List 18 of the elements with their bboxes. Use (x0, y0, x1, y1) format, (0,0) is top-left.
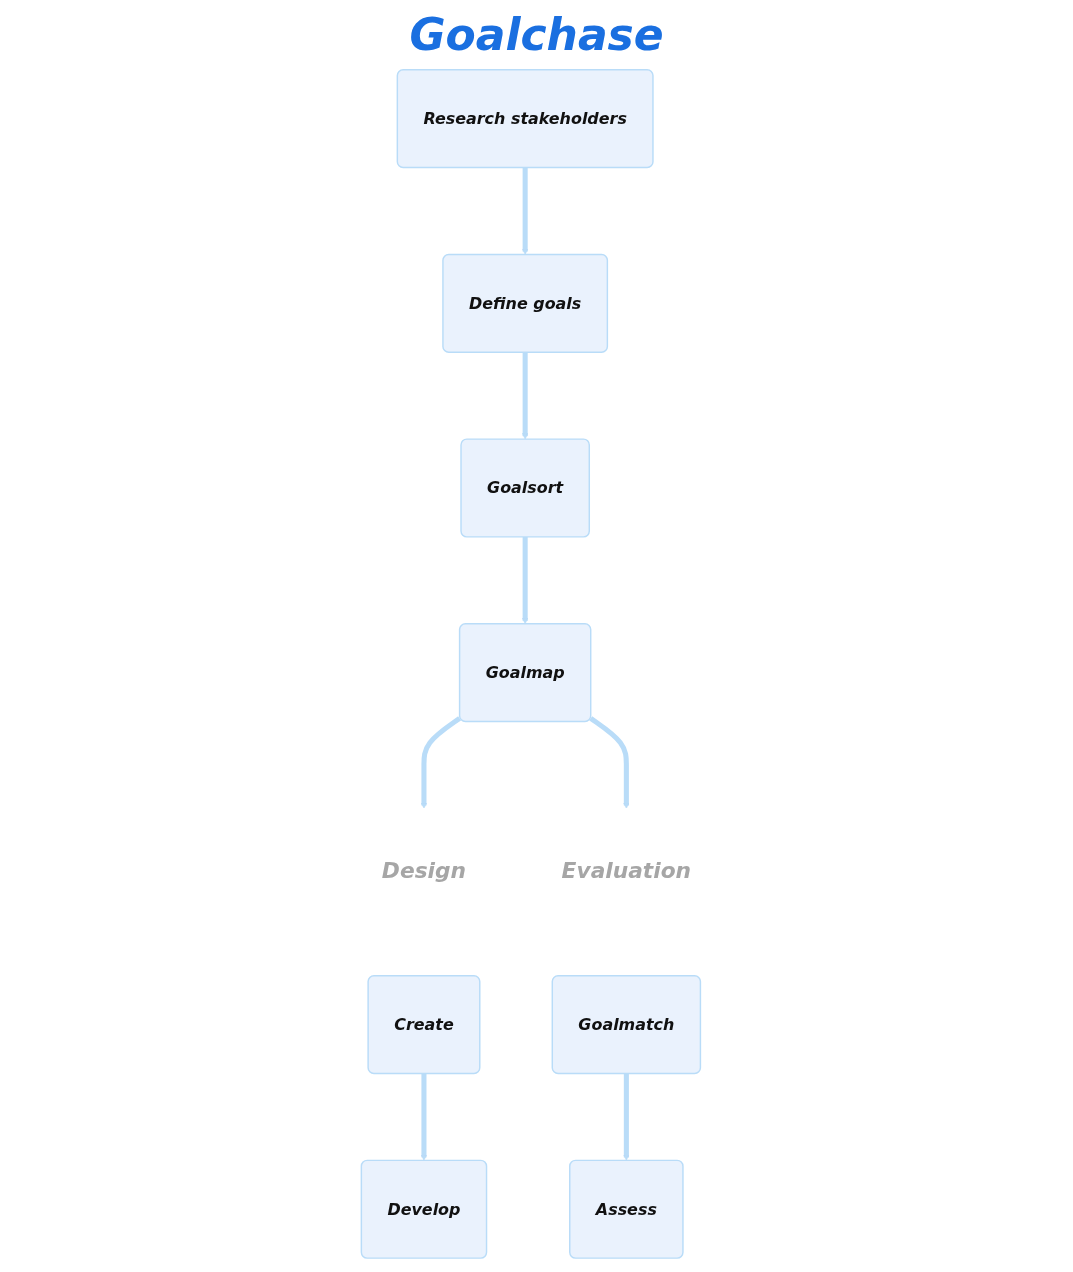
arrow (420, 1073, 428, 1161)
node-box: Goalmap (458, 623, 592, 723)
node-box: Goalmatch (551, 975, 702, 1075)
node-box: Goalsort (460, 438, 591, 538)
arrow (420, 716, 462, 809)
node-text: Evaluation (561, 857, 692, 884)
arrow (522, 167, 529, 255)
node-box: Develop (360, 1159, 488, 1259)
node-box: Assess (569, 1159, 684, 1259)
title: Goalchase (408, 8, 665, 62)
node-box: Research stakeholders (396, 69, 654, 169)
node-box: Define goals (442, 253, 609, 353)
arrow (589, 716, 630, 809)
arrow (623, 1073, 630, 1161)
node-box: Create (367, 975, 481, 1075)
arrow (522, 352, 529, 440)
node-text: Design (381, 857, 467, 884)
arrow (522, 536, 529, 625)
